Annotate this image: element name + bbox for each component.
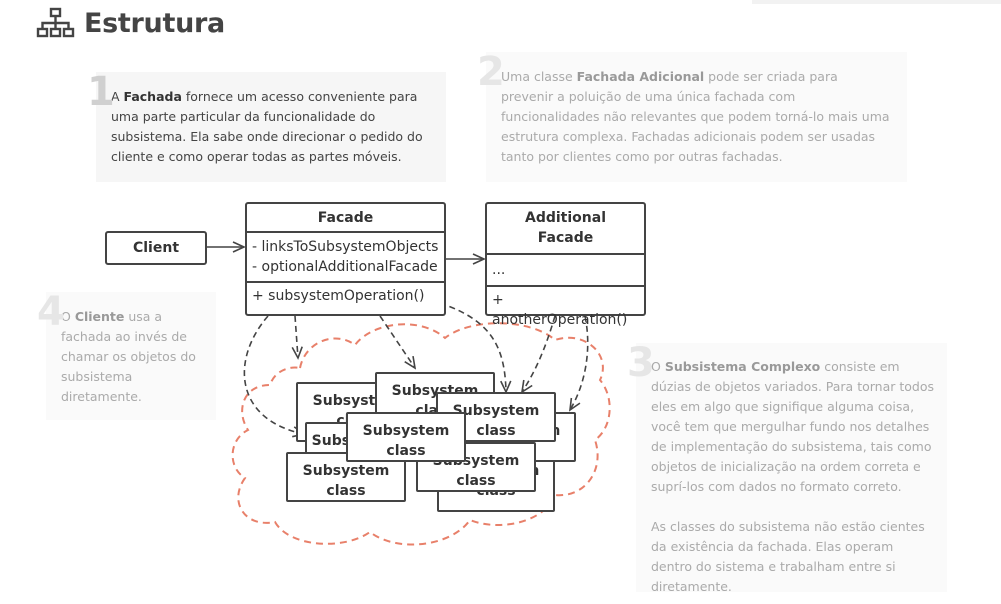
facade-name: Facade [317,210,374,226]
note-text: O Cliente usa a fachada ao invés de cham… [61,309,196,404]
dep-arrow-3 [379,315,417,370]
facade-methods: + subsystemOperation() [247,281,444,309]
dep-arrow-6 [569,315,589,412]
facade-method: + subsystemOperation() [252,288,425,304]
note-facade: 1 A Fachada fornece um acesso convenient… [87,72,446,182]
note-number: 4 [37,289,65,335]
note-number: 3 [627,340,655,386]
facade-fields: - linksToSubsystemObjects - optionalAddi… [247,231,444,281]
dep-arrow-1 [243,315,306,438]
additional-facade-class: Additional Facade ... + anotherOperation… [485,202,646,328]
note-text-2: As classes do subsistema não estão cient… [651,519,925,594]
note-number: 2 [477,49,505,95]
top-bar-decoration [752,0,1001,4]
facade-field: - linksToSubsystemObjects [252,239,439,255]
additional-facade-fields: ... [487,253,644,285]
facade-class: Facade - linksToSubsystemObjects - optio… [245,202,446,316]
facade-field: - optionalAdditionalFacade [252,259,438,275]
additional-facade-methods: + anotherOperation() [487,285,644,333]
note-number: 1 [87,69,115,115]
dep-arrow-2 [291,315,303,360]
additional-facade-method: + anotherOperation() [492,292,628,328]
note-additional-facade: 2 Uma classe Fachada Adicional pode ser … [477,52,907,182]
client-label: Client [132,240,180,256]
additional-facade-field: ... [492,262,506,278]
dep-arrow-5 [520,315,556,394]
structure-hierarchy-icon [36,7,75,38]
note-text: A Fachada fornece um acesso conveniente … [111,89,423,164]
dep-arrow-4 [439,302,512,394]
additional-facade-name: Additional Facade [525,210,606,246]
client-box: Client [105,231,207,265]
note-text: Uma classe Fachada Adicional pode ser cr… [501,69,890,164]
note-complex-subsystem: 3 O Subsistema Complexo consiste em dúzi… [627,343,947,594]
note-text: O Subsistema Complexo consiste em dúzias… [651,359,935,494]
page-title: Estrutura [84,7,225,39]
note-client: 4 O Cliente usa a fachada ao invés de ch… [37,292,216,420]
section-header: Estrutura [36,6,225,40]
